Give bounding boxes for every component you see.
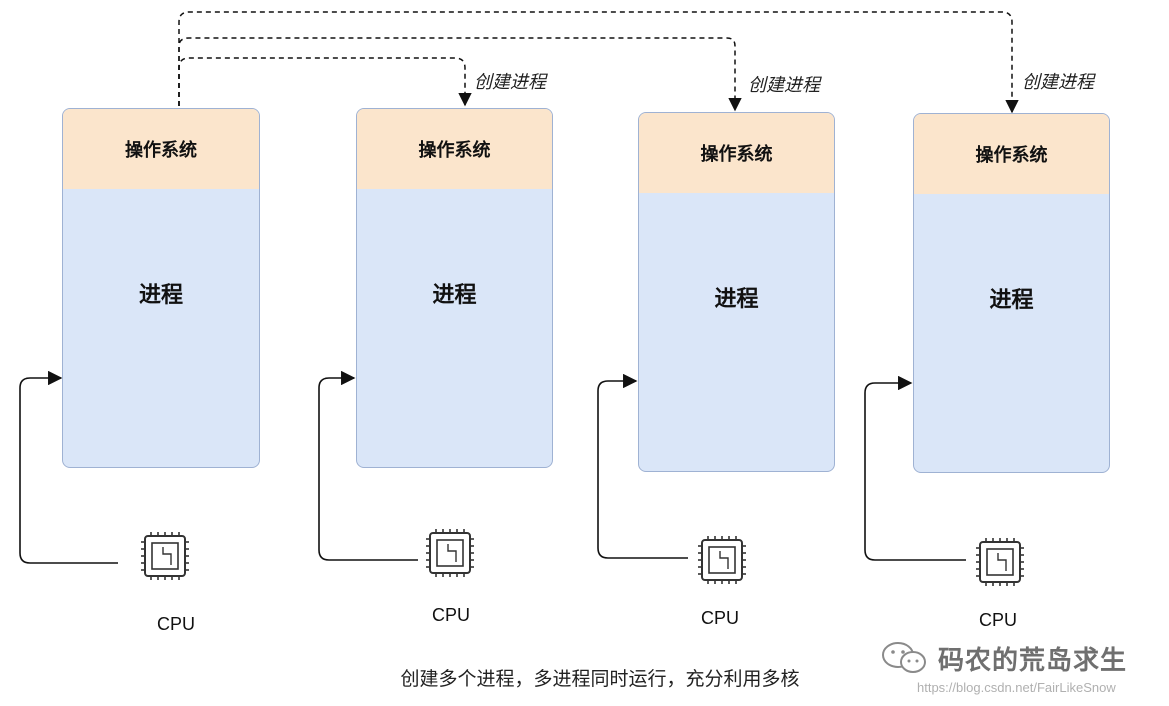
- watermark-url: https://blog.csdn.net/FairLikeSnow: [917, 680, 1116, 695]
- create-connector-1: [178, 57, 472, 107]
- cpu-chip-icon: [975, 537, 1025, 587]
- create-process-label: 创建进程: [748, 75, 820, 96]
- process-box-4: 操作系统 进程: [913, 113, 1110, 473]
- process-label: 进程: [432, 283, 477, 308]
- os-band: 操作系统: [914, 114, 1109, 194]
- process-box-3: 操作系统 进程: [638, 112, 835, 472]
- create-process-label: 创建进程: [1022, 72, 1094, 93]
- cpu-feed-line-4: [864, 375, 966, 561]
- watermark-name: 码农的荒岛求生: [938, 646, 1128, 676]
- cpu-chip-icon: [697, 535, 747, 585]
- cpu-label: CPU: [700, 608, 739, 628]
- create-process-label: 创建进程: [474, 72, 546, 93]
- process-box-1: 操作系统 进程: [62, 108, 260, 468]
- cpu-feed-line-3: [597, 373, 688, 559]
- cpu-label: CPU: [431, 605, 470, 625]
- diagram-caption: 创建多个进程，多进程同时运行，充分利用多核: [400, 668, 800, 690]
- cpu-label: CPU: [978, 610, 1017, 630]
- process-box-2: 操作系统 进程: [356, 108, 553, 468]
- wechat-logo-icon: [882, 642, 926, 673]
- process-label: 进程: [138, 283, 183, 308]
- os-band: 操作系统: [357, 109, 552, 189]
- cpu-feed-line-1: [19, 370, 118, 564]
- cpu-chip-icon: [140, 531, 190, 581]
- cpu-feed-line-2: [318, 370, 418, 561]
- process-label: 进程: [714, 287, 759, 312]
- cpu-chip-icon: [425, 528, 475, 578]
- os-band: 操作系统: [639, 113, 834, 193]
- cpu-label: CPU: [156, 614, 195, 634]
- process-label: 进程: [989, 288, 1034, 313]
- create-connector-3: [178, 11, 1019, 114]
- create-connector-2: [178, 37, 742, 112]
- os-band: 操作系统: [63, 109, 259, 189]
